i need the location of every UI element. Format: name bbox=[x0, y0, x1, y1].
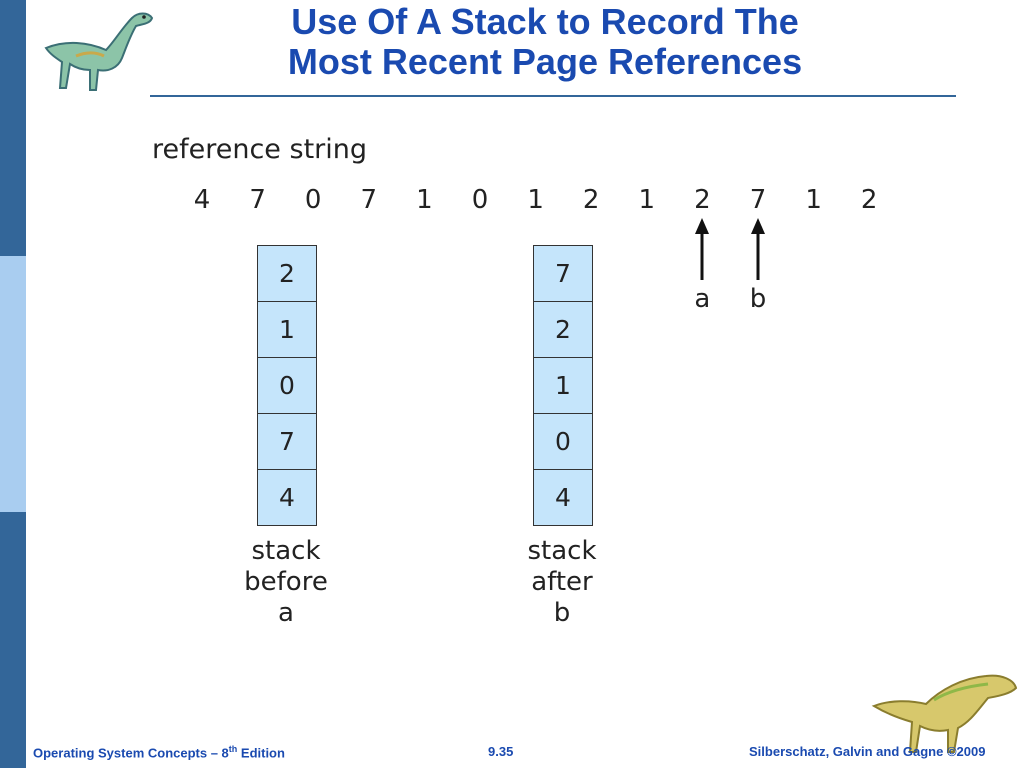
stack-caption-line: after bbox=[531, 567, 593, 597]
arrow-label: b bbox=[749, 284, 767, 314]
stack-cell: 2 bbox=[258, 246, 316, 302]
footer-title-prefix: Operating System Concepts – 8 bbox=[33, 745, 229, 761]
stack-cell: 4 bbox=[555, 483, 571, 512]
stack-cell: 7 bbox=[534, 246, 592, 302]
dinosaur-bottom-icon bbox=[871, 674, 1018, 753]
stack-caption-line: before bbox=[244, 567, 328, 597]
reference-item: 4 bbox=[193, 185, 211, 215]
reference-item: 1 bbox=[527, 185, 544, 215]
reference-item: 1 bbox=[638, 185, 656, 215]
reference-item: 2 bbox=[694, 185, 711, 215]
footer-title-suffix: Edition bbox=[237, 745, 285, 761]
sidebar-bottom bbox=[0, 512, 26, 768]
footer-title-sup: th bbox=[228, 744, 238, 754]
stack-cell: 1 bbox=[534, 358, 592, 414]
stack-caption-line: b bbox=[553, 598, 571, 628]
stack-cell: 2 bbox=[534, 302, 592, 358]
stack-caption-line: stack bbox=[251, 536, 321, 566]
reference-item: 7 bbox=[360, 185, 378, 215]
reference-item: 2 bbox=[860, 185, 878, 215]
reference-item: 7 bbox=[249, 185, 266, 215]
reference-item: 0 bbox=[471, 185, 489, 215]
slide-title: Use Of A Stack to Record The Most Recent… bbox=[150, 2, 940, 82]
reference-string-label: reference string bbox=[152, 134, 368, 165]
sidebar-middle bbox=[0, 256, 26, 512]
reference-item: 1 bbox=[416, 185, 433, 215]
title-line-1: Use Of A Stack to Record The bbox=[291, 1, 799, 42]
reference-item: 2 bbox=[582, 185, 600, 215]
stack-cell: 7 bbox=[258, 414, 316, 470]
stack-cell: 0 bbox=[534, 414, 592, 470]
arrow-label: a bbox=[694, 284, 711, 314]
footer-book-title: Operating System Concepts – 8th Edition bbox=[33, 744, 285, 760]
footer-copyright: Silberschatz, Galvin and Gagne ©2009 bbox=[749, 744, 986, 759]
arrow-a-icon bbox=[695, 218, 710, 280]
dinosaur-top-icon bbox=[44, 12, 154, 91]
stack-cell: 0 bbox=[258, 358, 316, 414]
sidebar-top bbox=[0, 0, 26, 256]
reference-item: 0 bbox=[304, 185, 322, 215]
reference-item: 1 bbox=[805, 185, 822, 215]
stack-caption-line: stack bbox=[527, 536, 597, 566]
stack-cell: 4 bbox=[279, 483, 295, 512]
stack-cell: 1 bbox=[258, 302, 316, 358]
title-divider bbox=[150, 95, 956, 97]
stack-caption-line: a bbox=[278, 598, 294, 628]
footer-slide-number: 9.35 bbox=[488, 744, 514, 759]
arrow-b-icon bbox=[751, 218, 765, 280]
reference-item: 7 bbox=[749, 185, 767, 215]
title-line-2: Most Recent Page References bbox=[287, 41, 803, 82]
